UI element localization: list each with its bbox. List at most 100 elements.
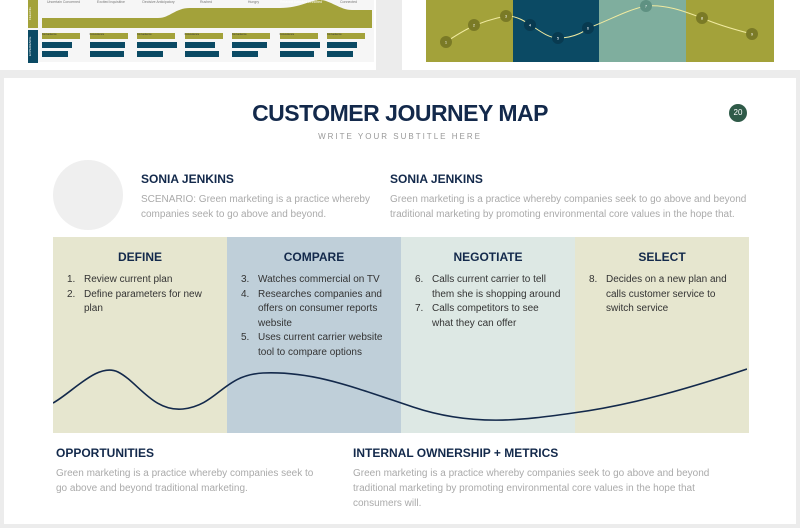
step-item: 4. Researches companies and offers on con…	[241, 288, 387, 332]
step-marker: 6	[582, 22, 594, 34]
step-number: 2	[473, 23, 476, 28]
step-number: 6.	[415, 274, 424, 285]
stage-steps: 1. Review current plan 2. Define parameters…	[53, 273, 227, 317]
step-item: 1. Review current plan	[67, 273, 213, 288]
step-text: Researches companies and offers on consu…	[258, 288, 382, 329]
slide: CUSTOMER JOURNEY MAP WRITE YOUR SUBTITLE…	[4, 78, 796, 524]
stage-define: DEFINE 1. Review current plan 2. Define para…	[53, 237, 227, 433]
step-marker: 3	[500, 10, 512, 22]
step-item: 2. Define parameters for new plan	[67, 288, 213, 317]
previous-slide-thumbnail-right[interactable]: 1 2 3 4 5 6 7 8 9	[402, 0, 800, 70]
emotion-label: Relaxed Satisfied Enriched	[279, 0, 323, 4]
step-item: 8. Decides on a new plan and calls custom…	[589, 273, 735, 317]
step-text: Calls current carrier to tell them she i…	[432, 274, 561, 300]
emotion-labels: Uncertain Concerned Excited Inquisitive De…	[40, 0, 374, 14]
persona-description: Green marketing is a practice whereby co…	[390, 194, 747, 220]
stage-title: SELECT	[638, 250, 686, 264]
step-number: 7.	[415, 303, 424, 314]
step-number: 7	[645, 4, 648, 9]
bar	[42, 51, 68, 57]
bar-label: Convenience	[232, 33, 270, 39]
stage-compare: COMPARE 3. Watches commercial on TV 4. Resea…	[227, 237, 401, 433]
experience-bar-group: Convenience	[89, 33, 132, 61]
stage-steps: 6. Calls current carrier to tell them she…	[401, 273, 575, 331]
emotion-label: Uncertain Concerned	[46, 0, 81, 4]
emotion-curve	[53, 368, 747, 421]
experience-bar-group: Convenience	[137, 33, 179, 61]
bar	[89, 51, 124, 57]
page-title: CUSTOMER JOURNEY MAP	[252, 100, 548, 126]
step-marker: 9	[746, 28, 758, 40]
bar	[137, 42, 177, 48]
bar-label: Convenience	[137, 33, 175, 39]
step-number: 3	[505, 14, 508, 19]
opportunities-title: OPPORTUNITIES	[56, 446, 155, 460]
persona-name-left: SONIA JENKINS	[141, 172, 234, 186]
bar	[232, 42, 267, 48]
step-number: 4	[529, 23, 532, 28]
experience-bar-group: Convenience	[279, 33, 322, 61]
step-number: 8	[701, 16, 704, 21]
bar-label: Convenience	[279, 33, 318, 39]
bar	[89, 42, 125, 48]
bar-label: Convenience	[327, 33, 365, 39]
step-number: 9	[751, 32, 754, 37]
emotion-label: Hungry	[247, 0, 260, 4]
step-item: 7. Calls competitors to see what they can…	[415, 302, 561, 331]
bar	[42, 42, 72, 48]
opportunities-text: Green marketing is a practice whereby co…	[56, 468, 314, 494]
bar	[327, 42, 357, 48]
emotion-label: Connected	[340, 0, 357, 4]
internal-ownership-text: Green marketing is a practice whereby co…	[353, 468, 710, 509]
experience-bar-group: Convenience	[327, 33, 369, 61]
step-number: 5	[557, 36, 560, 41]
stage-steps: 8. Decides on a new plan and calls custom…	[575, 273, 749, 317]
step-text: Watches commercial on TV	[258, 274, 380, 285]
step-marker: 8	[696, 12, 708, 24]
emotion-label: Rushed	[199, 0, 213, 4]
step-text: Define parameters for new plan	[84, 288, 202, 315]
step-number: 3.	[241, 274, 250, 285]
step-number: 4.	[241, 288, 250, 300]
bar-label: Convenience	[184, 33, 223, 39]
stage-title: DEFINE	[117, 250, 162, 264]
bar-label: Convenience	[42, 33, 80, 39]
step-number: 6	[587, 26, 590, 31]
avatar	[53, 160, 123, 230]
bar	[232, 51, 258, 57]
bar	[279, 42, 320, 48]
experience-bar-group: Convenience	[42, 33, 84, 61]
step-text: Review current plan	[84, 274, 173, 285]
step-text: Decides on a new plan and calls customer…	[606, 274, 727, 314]
bar	[184, 42, 215, 48]
step-number: 1.	[67, 274, 76, 285]
feeling-label: FEELING	[28, 0, 38, 28]
step-number: 2.	[67, 288, 76, 300]
step-text: Uses current carrier website tool to com…	[258, 332, 383, 358]
page-number-badge: 20	[729, 104, 747, 122]
step-text: Calls competitors to see what they can o…	[432, 303, 539, 329]
internal-ownership-title: INTERNAL OWNERSHIP + METRICS	[353, 446, 559, 460]
step-marker: 4	[524, 19, 536, 31]
step-number: 8.	[589, 274, 598, 285]
step-marker: 2	[468, 19, 480, 31]
experience-bar-group: Convenience	[184, 33, 227, 61]
emotion-label: Decisive Anticipatory	[142, 0, 175, 4]
step-item: 6. Calls current carrier to tell them she…	[415, 273, 561, 302]
step-number: 5.	[241, 332, 250, 343]
stage-select: SELECT 8. Decides on a new plan and calls …	[575, 237, 749, 433]
bar	[327, 51, 353, 57]
experience-bars: Convenience Convenience Convenience Conveni…	[40, 33, 374, 61]
page-subtitle: WRITE YOUR SUBTITLE HERE	[318, 132, 482, 141]
step-number: 1	[445, 40, 448, 45]
bar	[184, 51, 219, 57]
step-marker: 7	[640, 0, 652, 12]
experience-bar-group: Convenience	[232, 33, 274, 61]
step-marker: 5	[552, 32, 564, 44]
step-marker: 1	[440, 36, 452, 48]
feeling-curve	[42, 0, 372, 28]
emotion-label: Excited Inquisitive	[96, 0, 125, 4]
stage-title: COMPARE	[283, 250, 345, 264]
